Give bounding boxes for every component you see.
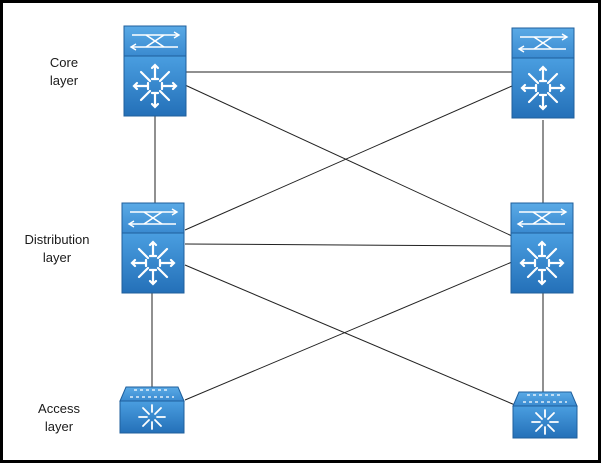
- core-layer-label: Core layer: [34, 54, 94, 90]
- distribution-switch-icon: [509, 201, 575, 295]
- access-switch-icon: [119, 386, 185, 434]
- access-layer-label-line1: Access: [38, 401, 80, 416]
- link-dist-right-access-left: [184, 261, 513, 401]
- core-layer-label-line1: Core: [49, 55, 79, 70]
- core-switch-icon: [510, 26, 576, 120]
- link-dist-left-access-right: [184, 264, 516, 406]
- distribution-layer-label-line1: Distribution: [24, 232, 90, 247]
- core-switch-icon: [122, 24, 188, 118]
- distribution-layer-label-line2: layer: [42, 250, 72, 265]
- link-dist-dist: [184, 243, 513, 247]
- access-layer-label-line2: layer: [44, 419, 74, 434]
- distribution-switch-icon: [120, 201, 186, 295]
- access-layer-label: Access layer: [28, 400, 90, 436]
- links: [151, 71, 544, 406]
- link-core-right-dist-left: [184, 85, 513, 231]
- link-core-left-dist-right: [184, 84, 513, 237]
- access-switch-icon: [512, 391, 578, 439]
- core-layer-label-line2: layer: [49, 73, 79, 88]
- distribution-layer-label: Distribution layer: [14, 231, 100, 267]
